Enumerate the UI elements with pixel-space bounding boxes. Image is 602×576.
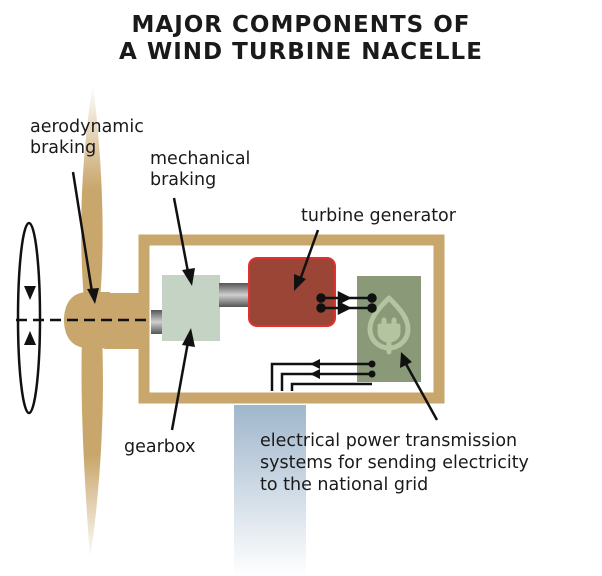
diagram-title: MAJOR COMPONENTS OF A WIND TURBINE NACEL… (0, 12, 602, 66)
label-turbine-generator: turbine generator (301, 206, 456, 227)
turbine-generator (248, 257, 336, 327)
plug-leaf-icon (367, 295, 411, 355)
aerodynamic-braking-pointer (71, 171, 99, 304)
label-power-transmission-line-1: electrical power transmission (260, 431, 518, 451)
label-aerodynamic-braking-line-2: braking (30, 138, 97, 158)
power-transmission-pointer (400, 352, 439, 421)
transmission-to-grid-wires (270, 359, 376, 391)
high-speed-shaft (219, 283, 253, 307)
low-speed-shaft (151, 310, 165, 334)
label-gearbox-text: gearbox (124, 437, 196, 457)
label-mechanical-braking-line-2: braking (150, 170, 217, 190)
label-mechanical-braking: mechanical braking (150, 149, 250, 191)
label-power-transmission: electrical power transmission systems fo… (260, 430, 529, 496)
rotation-arrow-icon (16, 221, 42, 415)
label-power-transmission-line-2: systems for sending electricity (260, 453, 529, 473)
title-line-2: A WIND TURBINE NACELLE (119, 39, 483, 65)
label-power-transmission-line-3: to the national grid (260, 475, 429, 495)
generator-to-transmission-wires (316, 290, 377, 316)
label-mechanical-braking-line-1: mechanical (150, 149, 251, 169)
label-aerodynamic-braking: aerodynamic braking (30, 117, 144, 159)
label-aerodynamic-braking-line-1: aerodynamic (30, 117, 144, 137)
label-turbine-generator-text: turbine generator (301, 206, 456, 226)
gearbox-pointer (170, 328, 195, 431)
tower (234, 405, 306, 576)
label-gearbox: gearbox (124, 437, 195, 458)
turbine-generator-pointer (294, 229, 320, 291)
mechanical-braking-pointer (172, 197, 195, 286)
title-line-1: MAJOR COMPONENTS OF (131, 12, 471, 38)
